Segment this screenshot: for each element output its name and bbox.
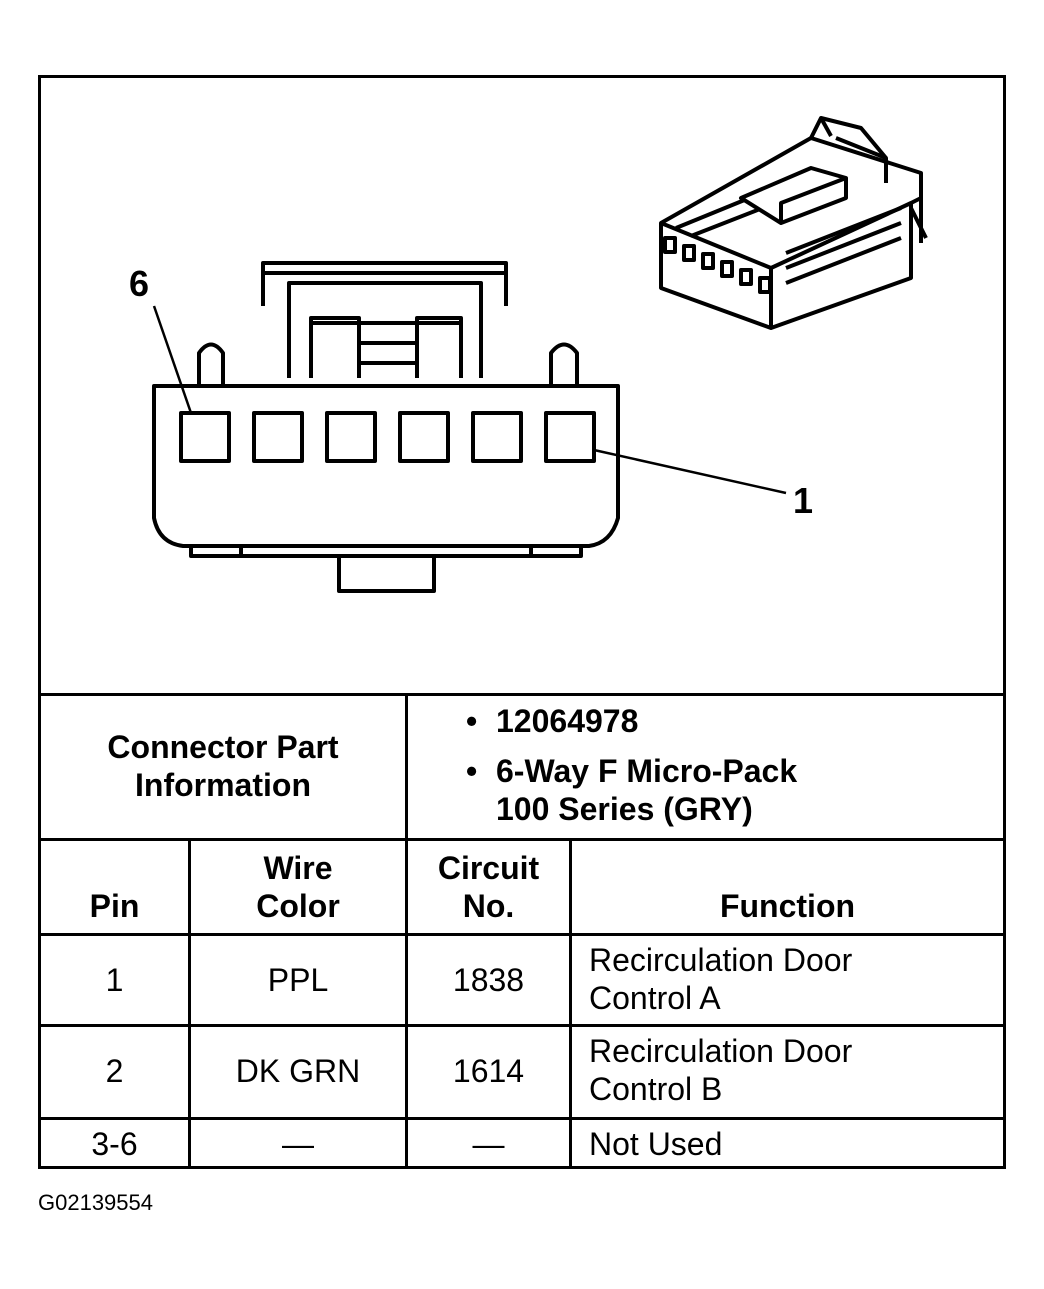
connector-front-view — [152, 261, 620, 593]
row1-pin: 1 — [105, 962, 124, 998]
header-circuit-no: Circuit No. — [437, 850, 540, 924]
divider-line — [41, 1024, 1003, 1027]
row3-function: Not Used — [589, 1126, 723, 1162]
figure-id: G02139554 — [38, 1190, 153, 1215]
divider-line — [41, 838, 1003, 841]
header-function: Function — [719, 888, 856, 924]
connector-3d-illustration — [659, 116, 928, 330]
row1-function: Recirculation Door Control A — [589, 942, 853, 1016]
part-info-values: •12064978 •6-Way F Micro-Pack 100 Series… — [408, 696, 1003, 838]
part-info-label: Connector Part Information — [107, 729, 339, 803]
pin-6-label: 6 — [129, 263, 149, 304]
pin-1-label: 1 — [793, 480, 813, 521]
divider-line — [41, 693, 1003, 696]
row2-function: Recirculation Door Control B — [589, 1033, 853, 1107]
row3-pin: 3-6 — [91, 1126, 138, 1162]
part-number-bullet: •12064978 — [466, 703, 639, 739]
pin1-leader — [593, 448, 787, 495]
divider-line — [569, 838, 572, 1168]
divider-line — [188, 838, 191, 1168]
row2-pin: 2 — [105, 1053, 124, 1089]
row1-wire-color: PPL — [267, 962, 329, 998]
connector-frame: 6 1 Connector Part Information •12064978… — [38, 75, 1006, 1169]
row1-circuit: 1838 — [452, 962, 525, 998]
pin6-leader — [152, 305, 193, 414]
divider-line — [41, 1117, 1003, 1120]
connector-diagram: 6 1 — [129, 116, 928, 593]
header-pin: Pin — [89, 888, 140, 924]
part-description-bullet: •6-Way F Micro-Pack 100 Series (GRY) — [466, 753, 798, 827]
row3-circuit: — — [472, 1126, 505, 1162]
row2-wire-color: DK GRN — [235, 1053, 361, 1089]
row2-circuit: 1614 — [452, 1053, 525, 1089]
header-wire-color: Wire Color — [256, 850, 340, 924]
divider-line — [405, 693, 408, 1168]
divider-line — [41, 933, 1003, 936]
row3-wire-color: — — [282, 1126, 314, 1162]
